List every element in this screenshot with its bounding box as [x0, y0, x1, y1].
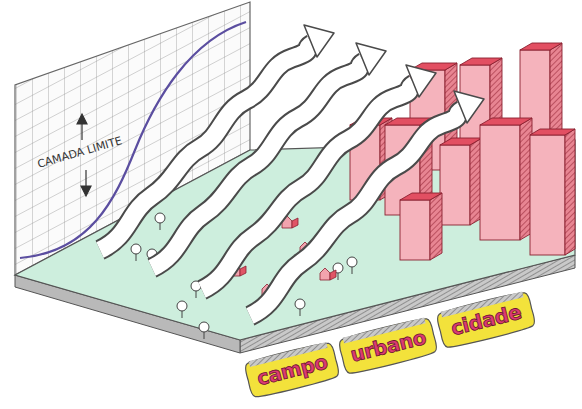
buildings	[350, 43, 575, 260]
tag-fill	[436, 290, 537, 350]
wind-arrows	[100, 25, 484, 316]
tag-fill	[244, 341, 341, 400]
tag-fill	[338, 316, 439, 376]
